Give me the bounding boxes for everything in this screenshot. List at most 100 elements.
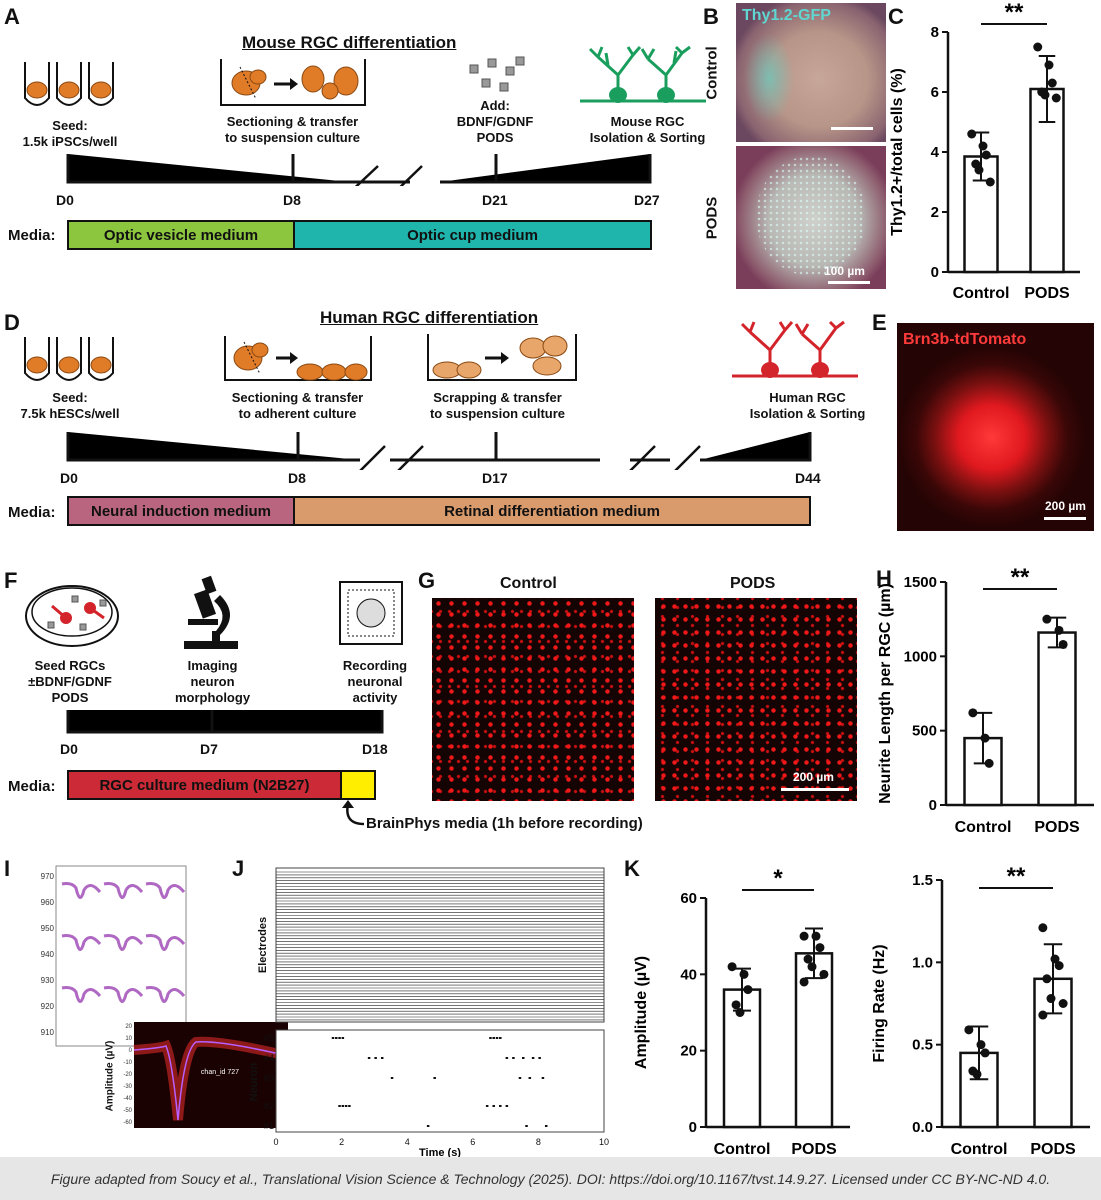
scale-label: 200 µm — [1045, 499, 1086, 513]
scale-bar — [828, 281, 870, 284]
data-point — [799, 977, 809, 987]
data-point — [1054, 961, 1064, 971]
media-bar: Optic cup medium — [293, 220, 652, 250]
spike — [531, 1057, 535, 1059]
step-label: Recording neuronal activity — [342, 658, 408, 705]
data-point — [981, 150, 991, 160]
waveform — [103, 986, 144, 1003]
spike — [505, 1057, 509, 1059]
y-tick-label: 1.5 — [912, 872, 933, 889]
y-tick-label: -30 — [123, 1084, 132, 1090]
data-point — [739, 969, 749, 979]
x-tick-label: Control — [951, 1141, 1008, 1157]
waveform — [145, 882, 186, 899]
spike — [341, 1037, 345, 1039]
data-point — [1044, 60, 1054, 70]
day-label: D0 — [60, 470, 78, 486]
y-tick-label: #4 — [264, 1053, 274, 1063]
data-point — [731, 1000, 741, 1010]
y-tick-label: 910 — [41, 1028, 55, 1037]
media-bar: Optic vesicle medium — [67, 220, 295, 250]
column-label: PODS — [730, 575, 776, 592]
panel-letter: D — [4, 310, 20, 335]
y-tick-label: 950 — [41, 924, 55, 933]
data-point — [743, 985, 753, 995]
waveform — [145, 934, 186, 951]
timeline — [66, 154, 652, 186]
spike — [348, 1105, 351, 1107]
well-plate-icon — [24, 62, 114, 106]
scale-bar — [831, 127, 873, 130]
y-tick-label: 10 — [125, 1036, 132, 1042]
media-label: Media: — [8, 778, 56, 795]
data-point — [803, 954, 813, 964]
spike — [538, 1057, 541, 1059]
step-label: Add: BDNF/GDNF PODS — [456, 98, 534, 145]
data-point — [1050, 954, 1060, 964]
y-tick-label: 1000 — [904, 648, 937, 665]
panel-letter: B — [703, 4, 719, 29]
data-point — [1042, 614, 1052, 624]
y-axis-label: Neuron — [248, 1062, 260, 1102]
step-label: Mouse RGC Isolation & Sorting — [589, 114, 706, 145]
y-tick-label: 20 — [680, 1043, 697, 1060]
curved-arrow-icon — [342, 800, 365, 826]
data-point — [964, 1025, 974, 1035]
y-tick-label: 1500 — [904, 574, 937, 591]
y-tick-label: 40 — [680, 966, 697, 983]
y-tick-label: 8 — [931, 24, 939, 41]
data-point — [1054, 625, 1064, 635]
data-point — [811, 931, 821, 941]
step-label: Seed RGCs ±BDNF/GDNF PODS — [28, 658, 112, 705]
day-label: D7 — [200, 741, 218, 757]
gfp-signal — [756, 156, 866, 276]
scale-bar — [781, 788, 849, 791]
panel-letter: K — [624, 856, 640, 881]
row-label: Control — [703, 46, 721, 100]
reporter-label: Brn3b-tdTomato — [903, 331, 1027, 348]
data-point — [1058, 999, 1068, 1008]
data-point — [968, 708, 978, 718]
y-tick-label: 60 — [680, 890, 697, 907]
brainphys-note: BrainPhys media (1h before recording) — [366, 815, 643, 832]
panel-letter: F — [4, 568, 18, 593]
y-tick-label: 0.5 — [912, 1037, 933, 1054]
micrograph-control — [432, 598, 634, 801]
data-point — [976, 1040, 986, 1050]
gfp-signal — [744, 33, 794, 123]
spike — [335, 1037, 338, 1039]
data-point — [980, 1048, 990, 1058]
y-tick-label: 940 — [41, 950, 55, 959]
y-tick-label: 0.0 — [912, 1119, 933, 1136]
y-tick-label: #1 — [264, 1121, 274, 1131]
human-rgc-icon — [732, 320, 858, 378]
panel-letter: A — [4, 4, 20, 29]
bar — [1037, 631, 1077, 807]
y-tick-label: 0 — [929, 797, 937, 814]
y-tick-label: 20 — [125, 1024, 132, 1030]
petri-dish-icon — [25, 585, 119, 647]
spike — [485, 1105, 489, 1107]
data-point — [1040, 90, 1050, 100]
y-tick-label: 0 — [931, 264, 939, 281]
spike — [495, 1037, 499, 1039]
figure-caption: Figure adapted from Soucy et al., Transl… — [0, 1157, 1101, 1200]
significance-label: ** — [1007, 863, 1026, 890]
spike — [512, 1057, 515, 1059]
data-point — [985, 177, 995, 187]
spike — [499, 1037, 502, 1039]
data-point — [819, 969, 829, 979]
y-tick-label: -60 — [123, 1120, 132, 1126]
media-label: Media: — [8, 227, 56, 244]
spike — [426, 1125, 430, 1127]
y-tick-label: 2 — [931, 204, 939, 221]
day-label: D0 — [60, 741, 78, 757]
data-point — [807, 962, 817, 972]
y-tick-label: 930 — [41, 976, 55, 985]
column-label: Control — [500, 575, 557, 592]
y-axis-label: Firing Rate (Hz) — [871, 944, 888, 1062]
media-bar: Neural induction medium — [67, 496, 295, 526]
